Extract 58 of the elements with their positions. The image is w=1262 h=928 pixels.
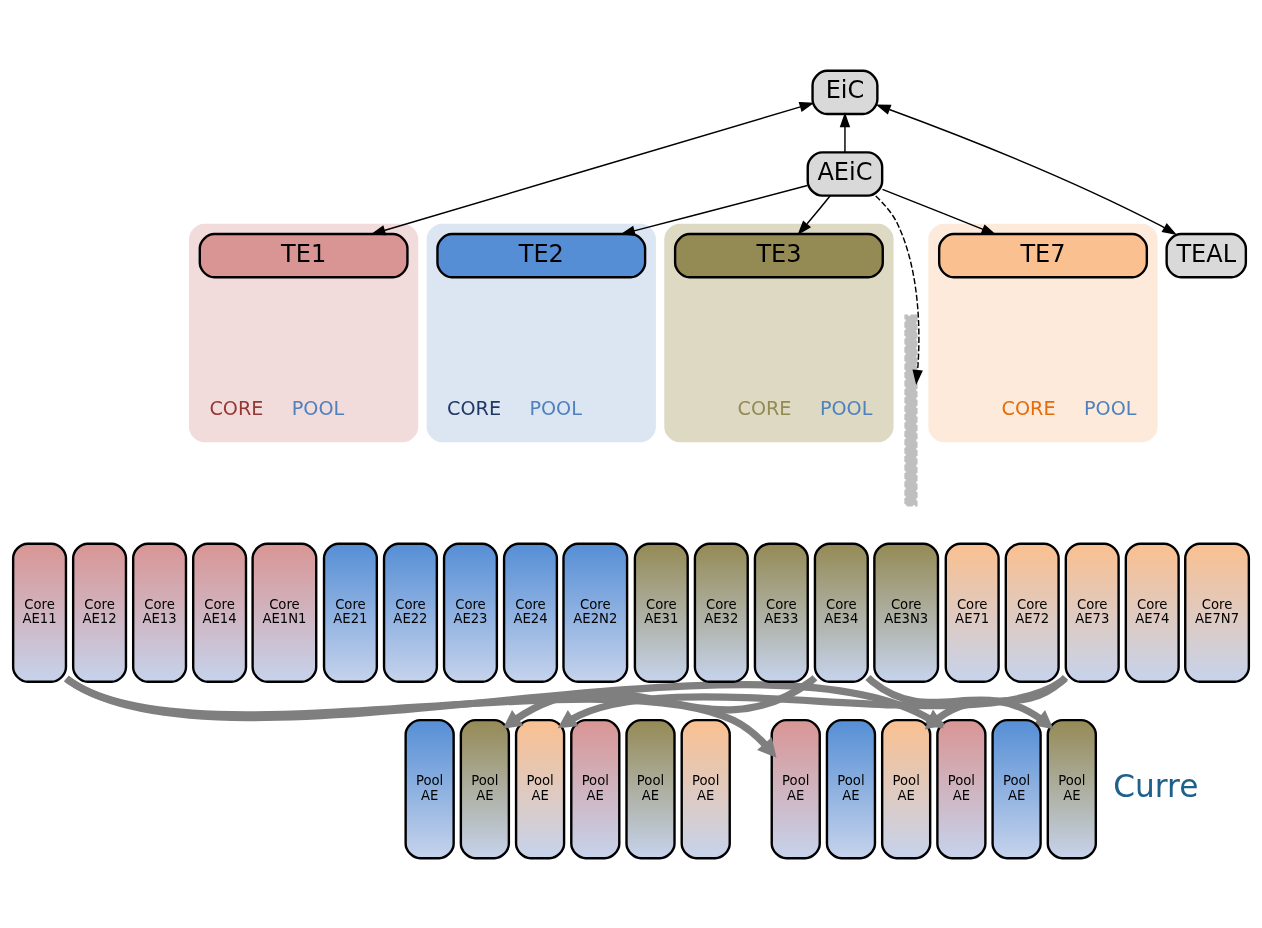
node-box: Pool AE (991, 718, 1042, 859)
node-box: TE3 (673, 232, 884, 278)
label: CORE (209, 396, 264, 420)
node-box: TE7 (937, 232, 1149, 278)
node-box: Core AE12 (71, 542, 128, 683)
node-box: Core AE23 (442, 542, 499, 683)
node-box: Pool AE (680, 718, 731, 859)
node-box: EiC (811, 69, 879, 115)
label: POOL (1083, 396, 1137, 420)
node-box: Pool AE (770, 718, 821, 859)
arrow (839, 111, 851, 153)
node-box: Core AE74 (1124, 542, 1180, 683)
node-box: Core AE34 (813, 542, 869, 683)
arrow (875, 104, 1178, 235)
node-box: Core AE71 (944, 542, 1000, 683)
node-box: Core AE1N1 (251, 542, 318, 683)
node-box: Pool AE (1046, 718, 1097, 859)
label: POOL (291, 396, 345, 420)
node-box: Core AE73 (1064, 542, 1120, 683)
node-box: Core AE11 (11, 542, 68, 683)
arrow (502, 674, 818, 729)
node-box: Pool AE (404, 718, 455, 859)
node-box: Pool AE (880, 718, 932, 859)
node-box: Core AE21 (322, 542, 379, 683)
node-box: Core AE31 (633, 542, 689, 683)
node-box: Pool AE (625, 718, 676, 859)
node-box: Core AE33 (753, 542, 809, 683)
node-box: Core AE3N3 (873, 542, 940, 683)
node-box: TEAL (1165, 232, 1248, 278)
node-box: TE2 (436, 232, 647, 278)
cluster (664, 223, 894, 442)
node-box: Pool AE (825, 718, 877, 859)
node-box: AEiC (806, 150, 884, 197)
arrow (797, 194, 831, 235)
node-box: Pool AE (459, 718, 511, 859)
node-box: Pool AE (936, 718, 987, 859)
arrow (620, 184, 809, 236)
node-box: Core AE22 (382, 542, 439, 683)
label: CORE (447, 396, 502, 420)
label: Curre (1113, 767, 1199, 804)
node-box: Pool AE (570, 718, 621, 859)
label: CORE (1001, 396, 1056, 420)
node-box: Core AE13 (132, 542, 188, 683)
node-box: Core AE24 (502, 542, 559, 683)
node-box: Core AE2N2 (562, 542, 629, 683)
node-box: TE1 (198, 232, 409, 278)
node-box: Core AE7N7 (1184, 542, 1251, 683)
node-box: Core AE72 (1004, 542, 1060, 683)
node-box: Pool AE (514, 718, 566, 859)
arrow (875, 194, 923, 385)
label: POOL (529, 396, 582, 420)
node-bar (904, 313, 918, 506)
label: POOL (819, 396, 873, 420)
arrow (881, 188, 997, 235)
label: CORE (737, 396, 792, 420)
node-box: Core AE32 (693, 542, 749, 683)
node-box: Core AE14 (192, 542, 248, 683)
arrow (370, 101, 815, 235)
